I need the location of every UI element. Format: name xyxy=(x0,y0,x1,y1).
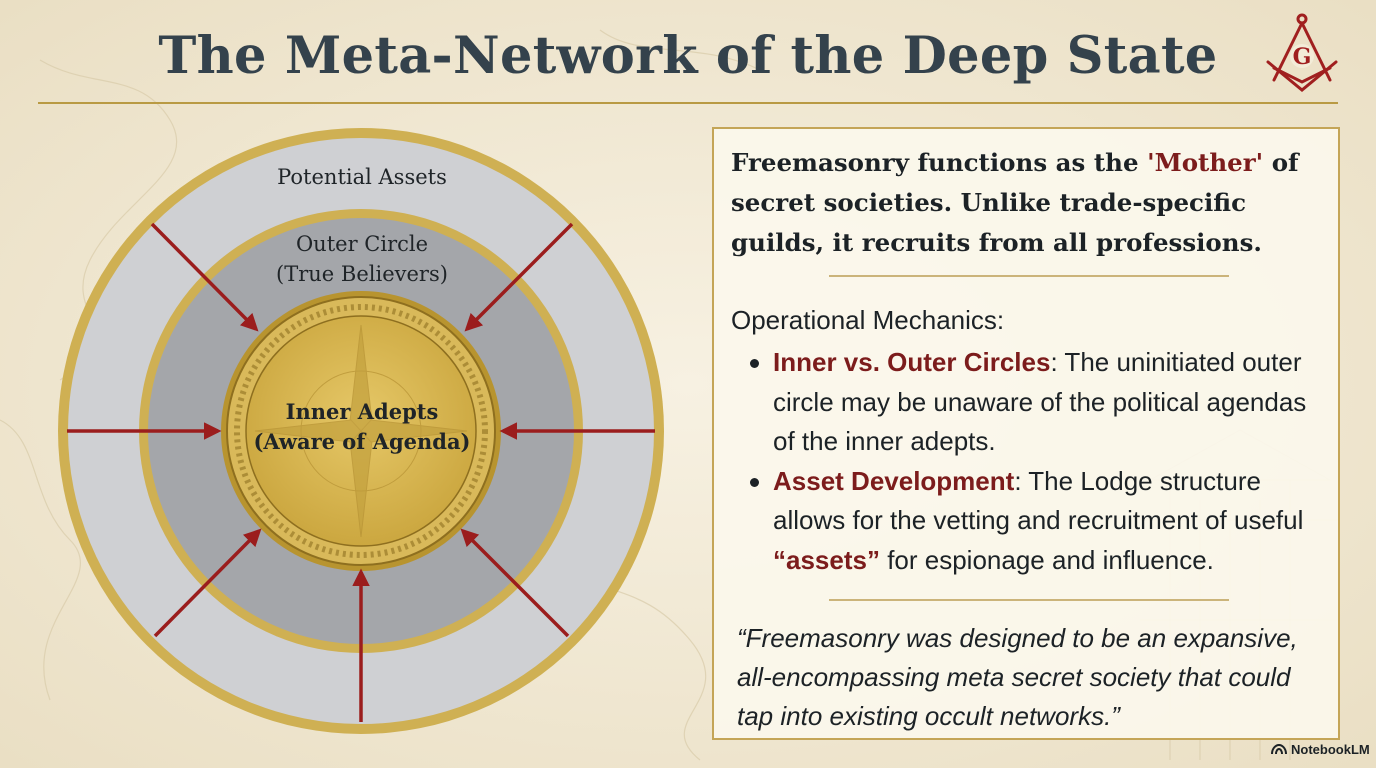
lead-text-end: of secret societies. Unlike trade-specif… xyxy=(731,148,1299,257)
quote-text: “Freemasonry was designed to be an expan… xyxy=(737,623,1298,731)
asset-development-term: Asset Development xyxy=(773,465,1015,496)
asset-development-text-end: for espionage and influence. xyxy=(879,544,1214,575)
arrow-top-right xyxy=(464,222,574,332)
title-divider xyxy=(38,102,1338,104)
bullet-icon xyxy=(750,477,759,487)
compass-rose-icon xyxy=(254,324,468,538)
explanation-panel: Freemasonry functions as the 'Mother' of… xyxy=(712,127,1340,740)
panel-divider-bottom xyxy=(829,599,1229,601)
mechanics-list: Inner vs. Outer Circles: The uninitiated… xyxy=(731,343,1331,580)
inner-vs-outer-term: Inner vs. Outer Circles xyxy=(773,347,1051,377)
page-title: The Meta-Network of the Deep State xyxy=(158,26,1218,86)
inward-arrows xyxy=(67,222,655,722)
list-item: Inner vs. Outer Circles: The uninitiated… xyxy=(731,343,1331,462)
potential-assets-label: Potential Assets xyxy=(277,165,447,189)
arrow-bottom-right xyxy=(460,528,570,638)
aware-of-agenda-label: (Aware of Agenda) xyxy=(254,429,471,454)
lead-text-start: Freemasonry functions as the xyxy=(731,148,1148,177)
arrow-bottom-left xyxy=(153,528,262,638)
emblem-letter: G xyxy=(1293,44,1312,70)
notebooklm-logo-icon xyxy=(1271,744,1287,755)
asset-development-text: : The Lodge structure allows for the vet… xyxy=(773,465,1304,536)
bullet-icon xyxy=(750,359,759,368)
lead-paragraph: Freemasonry functions as the 'Mother' of… xyxy=(731,143,1331,263)
brand-label: NotebookLM xyxy=(1291,742,1370,757)
inner-vs-outer-text: : The uninitiated outer circle may be un… xyxy=(773,347,1307,456)
outer-circle-label: Outer Circle xyxy=(296,232,428,256)
assets-highlight: “assets” xyxy=(773,544,880,575)
list-item: Asset Development: The Lodge structure a… xyxy=(731,462,1331,581)
panel-divider-top xyxy=(829,275,1229,277)
brand-watermark: NotebookLM xyxy=(1271,742,1370,757)
concentric-circles-diagram: Potential Assets Outer Circle (True Beli… xyxy=(58,128,664,734)
arrow-top-left xyxy=(150,222,259,332)
true-believers-label: (True Believers) xyxy=(276,262,448,286)
square-and-compass-icon: G xyxy=(1266,13,1338,92)
inner-adepts-label: Inner Adepts xyxy=(286,399,439,424)
mother-highlight: 'Mother' xyxy=(1147,148,1264,177)
mechanics-heading: Operational Mechanics: xyxy=(731,305,1005,335)
ornamental-band xyxy=(234,304,488,558)
